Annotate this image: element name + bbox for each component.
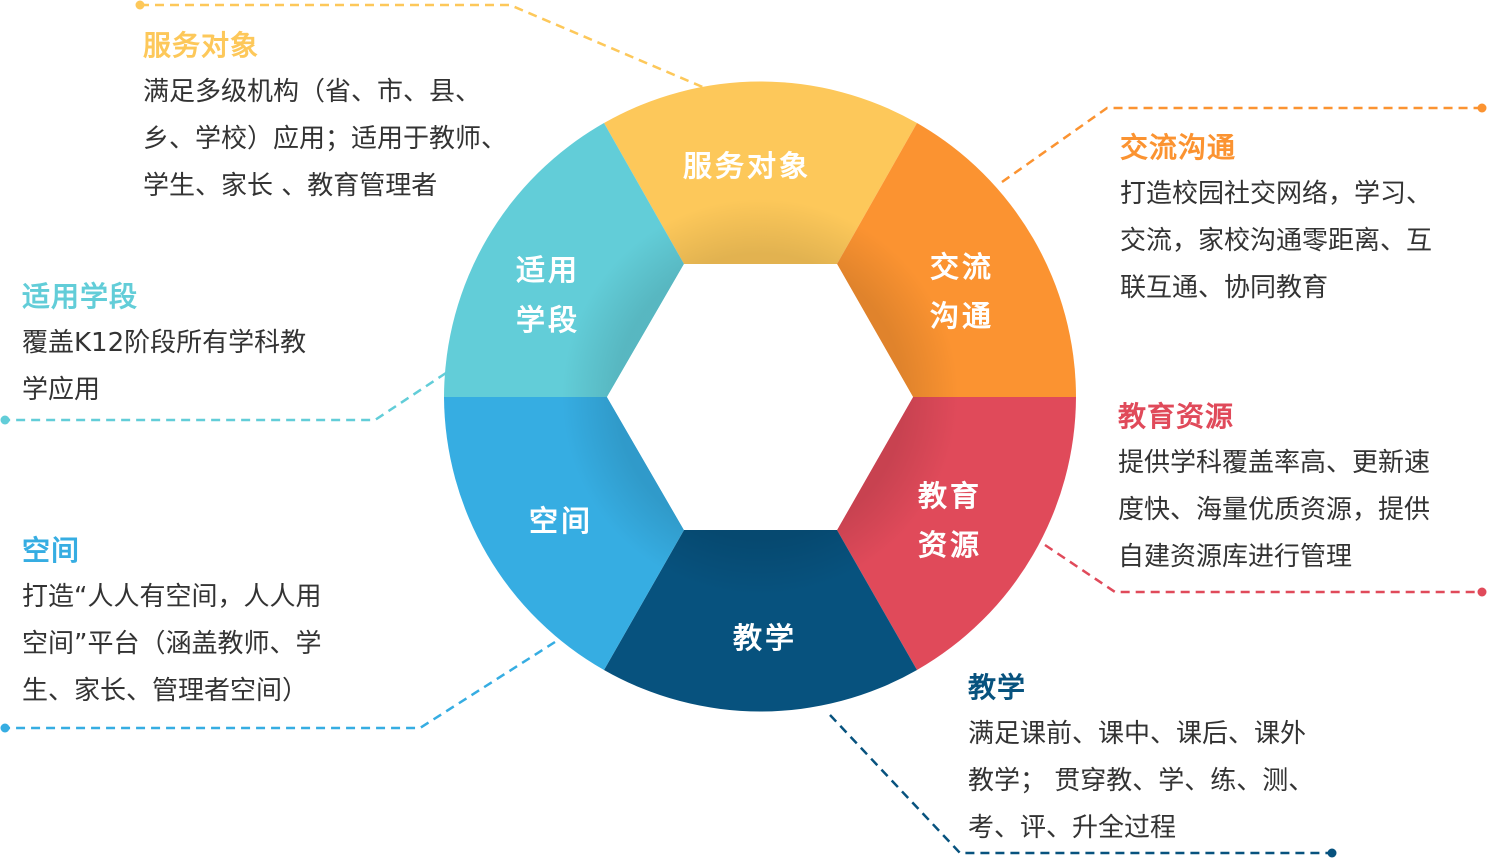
callout-title-space: 空间 (22, 534, 81, 567)
dot-stage (0, 415, 10, 425)
callout-resources: 教育资源 提供学科覆盖率高、更新速 度快、海量优质资源，提供 自建资源库进行管理 (1118, 400, 1484, 581)
callout-line: 考、评、升全过程 (968, 813, 1177, 843)
callout-body-communication: 打造校园社交网络，学习、 交流，家校沟通零距离、互 联互通、协同教育 (1120, 171, 1486, 312)
ring-shading (446, 80, 1079, 713)
callout-stage: 适用学段 覆盖K12阶段所有学科教 学应用 (22, 280, 382, 414)
callout-title-service: 服务对象 (143, 29, 260, 62)
segment-label-space: 空间 (529, 504, 593, 538)
connector-teaching (829, 714, 1332, 855)
callout-line: 覆盖K12阶段所有学科教 (22, 328, 307, 358)
segment-labels: 服务对象 交流 沟通 教育 资源 教学 空间 适用 学段 (516, 149, 994, 655)
callout-line: 学生、家长 、教育管理者 (143, 171, 438, 201)
dot-space (0, 723, 10, 733)
callout-title-stage: 适用学段 (22, 280, 139, 313)
ring (444, 80, 1079, 713)
callout-body-space: 打造“人人有空间，人人用 空间”平台（涵盖教师、学 生、家长、管理者空间） (22, 574, 402, 715)
dot-communication (1477, 103, 1487, 113)
callout-line: 自建资源库进行管理 (1118, 542, 1353, 572)
callout-title-communication: 交流沟通 (1120, 131, 1237, 164)
segment-label-stage-2: 学段 (516, 303, 580, 337)
segment-label-communication-1: 交流 (930, 250, 994, 284)
callout-communication: 交流沟通 打造校园社交网络，学习、 交流，家校沟通零距离、互 联互通、协同教育 (1120, 131, 1486, 312)
callout-line: 打造“人人有空间，人人用 (22, 582, 322, 612)
callout-service: 服务对象 满足多级机构（省、市、县、 乡、学校）应用；适用于教师、 学生、家长 … (143, 29, 523, 210)
segment-label-teaching: 教学 (733, 621, 797, 655)
dot-resources (1477, 587, 1487, 597)
callout-line: 空间”平台（涵盖教师、学 (22, 629, 322, 659)
callout-line: 乡、学校）应用；适用于教师、 (143, 124, 508, 154)
callout-line: 满足课前、课中、课后、课外 (968, 719, 1307, 749)
callout-line: 联互通、协同教育 (1120, 273, 1329, 303)
dot-teaching (1327, 848, 1337, 858)
connector-service (140, 3, 706, 90)
callout-line: 满足多级机构（省、市、县、 (143, 77, 482, 107)
segment-label-resources-1: 教育 (918, 479, 982, 513)
inner-hexagon (607, 264, 913, 530)
callout-body-stage: 覆盖K12阶段所有学科教 学应用 (22, 320, 382, 414)
callout-body-resources: 提供学科覆盖率高、更新速 度快、海量优质资源，提供 自建资源库进行管理 (1118, 440, 1484, 581)
connector-stage (5, 371, 447, 422)
connector-communication (1001, 106, 1482, 184)
segment-label-stage-1: 适用 (516, 253, 580, 287)
callout-title-resources: 教育资源 (1118, 400, 1235, 433)
segment-label-resources-2: 资源 (918, 528, 982, 562)
segment-label-service: 服务对象 (683, 149, 811, 183)
callout-line: 交流，家校沟通零距离、互 (1120, 226, 1433, 256)
callout-line: 教学； 贯穿教、学、练、测、 (968, 766, 1315, 796)
segment-label-communication-2: 沟通 (930, 299, 994, 333)
connector-lines (5, 3, 1482, 855)
connector-space (5, 640, 556, 730)
callout-space: 空间 打造“人人有空间，人人用 空间”平台（涵盖教师、学 生、家长、管理者空间） (22, 534, 402, 715)
dot-service (135, 0, 145, 10)
callout-line: 打造校园社交网络，学习、 (1120, 179, 1433, 209)
callout-body-service: 满足多级机构（省、市、县、 乡、学校）应用；适用于教师、 学生、家长 、教育管理… (143, 69, 523, 210)
callout-title-teaching: 教学 (968, 671, 1027, 704)
callout-line: 学应用 (22, 375, 101, 405)
callout-teaching: 教学 满足课前、课中、课后、课外 教学； 贯穿教、学、练、测、 考、评、升全过程 (968, 671, 1368, 852)
callout-line: 度快、海量优质资源，提供 (1118, 495, 1431, 525)
callout-line: 生、家长、管理者空间） (22, 676, 309, 706)
callout-line: 提供学科覆盖率高、更新速 (1118, 448, 1431, 478)
callout-body-teaching: 满足课前、课中、课后、课外 教学； 贯穿教、学、练、测、 考、评、升全过程 (968, 711, 1368, 852)
